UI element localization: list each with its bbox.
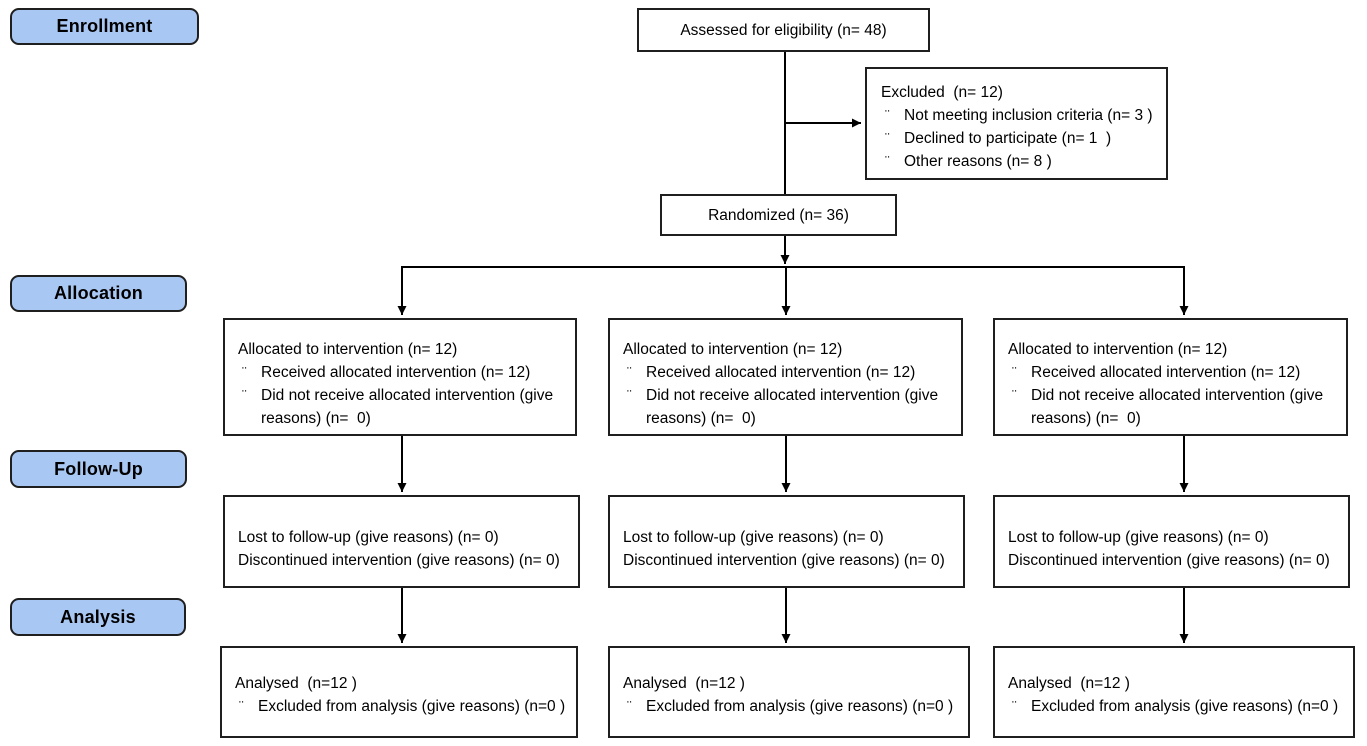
- bullet-icon: ¨: [242, 387, 247, 403]
- analysis-item-text: Excluded from analysis (give reasons) (n…: [646, 698, 954, 715]
- followup-line: Discontinued intervention (give reasons)…: [238, 551, 560, 569]
- excluded-box: Excluded (n= 12) ¨ Not meeting inclusion…: [865, 67, 1168, 180]
- excluded-item-text: Other reasons (n= 8 ): [904, 153, 1052, 170]
- analysis-box-arm3: Analysed (n=12 ) ¨ Excluded from analysi…: [993, 646, 1355, 738]
- stage-label-enrollment-text: Enrollment: [56, 16, 153, 36]
- stage-label-analysis-text: Analysis: [60, 606, 136, 627]
- bullet-icon: ¨: [627, 364, 632, 380]
- stage-label-allocation: Allocation: [10, 275, 187, 312]
- stage-label-allocation-text: Allocation: [53, 283, 143, 303]
- bullet-icon: ¨: [1012, 698, 1017, 714]
- allocation-item-text: Did not receive allocated intervention (…: [646, 387, 943, 427]
- analysis-box-arm2: Analysed (n=12 ) ¨ Excluded from analysi…: [608, 646, 970, 738]
- bullet-icon: ¨: [239, 698, 244, 714]
- assessed-for-eligibility-text: Assessed for eligibility (n= 48): [680, 21, 887, 39]
- allocation-item: ¨ Did not receive allocated intervention…: [238, 384, 567, 430]
- allocation-box-arm2: Allocated to intervention (n= 12) ¨ Rece…: [608, 318, 963, 436]
- bullet-icon: ¨: [627, 698, 632, 714]
- analysis-box-arm1: Analysed (n=12 ) ¨ Excluded from analysi…: [220, 646, 578, 738]
- randomized-box: Randomized (n= 36): [660, 194, 897, 236]
- stage-label-followup: Follow-Up: [10, 450, 187, 488]
- assessed-for-eligibility-box: Assessed for eligibility (n= 48): [637, 8, 930, 52]
- analysis-item: ¨ Excluded from analysis (give reasons) …: [235, 695, 568, 718]
- excluded-title: Excluded (n= 12): [881, 84, 1003, 101]
- allocation-item-text: Received allocated intervention (n= 12): [1031, 364, 1301, 381]
- followup-line: Lost to follow-up (give reasons) (n= 0): [623, 528, 884, 546]
- analysis-item: ¨ Excluded from analysis (give reasons) …: [623, 695, 960, 718]
- randomized-text: Randomized (n= 36): [708, 206, 849, 224]
- analysis-title: Analysed (n=12 ): [623, 675, 745, 692]
- allocation-box-arm1: Allocated to intervention (n= 12) ¨ Rece…: [223, 318, 577, 436]
- analysis-item: ¨ Excluded from analysis (give reasons) …: [1008, 695, 1345, 718]
- allocation-item-text: Received allocated intervention (n= 12): [261, 364, 531, 381]
- excluded-item-text: Not meeting inclusion criteria (n= 3 ): [904, 107, 1153, 124]
- followup-line: Lost to follow-up (give reasons) (n= 0): [1008, 528, 1269, 546]
- bullet-icon: ¨: [885, 153, 890, 169]
- allocation-title: Allocated to intervention (n= 12): [1008, 341, 1228, 358]
- followup-line: Lost to follow-up (give reasons) (n= 0): [238, 528, 499, 546]
- allocation-box-arm3: Allocated to intervention (n= 12) ¨ Rece…: [993, 318, 1348, 436]
- allocation-item: ¨ Received allocated intervention (n= 12…: [1008, 361, 1338, 384]
- excluded-item-text: Declined to participate (n= 1 ): [904, 130, 1112, 147]
- analysis-item-text: Excluded from analysis (give reasons) (n…: [258, 698, 566, 715]
- analysis-title: Analysed (n=12 ): [235, 675, 357, 692]
- stage-label-followup-text: Follow-Up: [54, 458, 143, 479]
- excluded-item: ¨ Not meeting inclusion criteria (n= 3 ): [881, 104, 1158, 127]
- followup-line: Discontinued intervention (give reasons)…: [623, 551, 945, 569]
- excluded-item: ¨ Declined to participate (n= 1 ): [881, 127, 1158, 150]
- bullet-icon: ¨: [885, 107, 890, 123]
- bullet-icon: ¨: [1012, 387, 1017, 403]
- allocation-item-text: Received allocated intervention (n= 12): [646, 364, 916, 381]
- analysis-item-text: Excluded from analysis (give reasons) (n…: [1031, 698, 1339, 715]
- followup-box-arm2: Lost to follow-up (give reasons) (n= 0) …: [608, 495, 965, 588]
- analysis-title: Analysed (n=12 ): [1008, 675, 1130, 692]
- stage-label-analysis: Analysis: [10, 598, 186, 636]
- excluded-item: ¨ Other reasons (n= 8 ): [881, 150, 1158, 173]
- allocation-title: Allocated to intervention (n= 12): [238, 341, 458, 358]
- allocation-item: ¨ Received allocated intervention (n= 12…: [238, 361, 567, 384]
- allocation-item: ¨ Did not receive allocated intervention…: [1008, 384, 1338, 430]
- stage-label-enrollment: Enrollment: [10, 8, 199, 45]
- bullet-icon: ¨: [242, 364, 247, 380]
- followup-box-arm3: Lost to follow-up (give reasons) (n= 0) …: [993, 495, 1350, 588]
- allocation-item: ¨ Did not receive allocated intervention…: [623, 384, 953, 430]
- allocation-item: ¨ Received allocated intervention (n= 12…: [623, 361, 953, 384]
- bullet-icon: ¨: [627, 387, 632, 403]
- allocation-title: Allocated to intervention (n= 12): [623, 341, 843, 358]
- bullet-icon: ¨: [1012, 364, 1017, 380]
- allocation-item-text: Did not receive allocated intervention (…: [261, 387, 558, 427]
- followup-line: Discontinued intervention (give reasons)…: [1008, 551, 1330, 569]
- bullet-icon: ¨: [885, 130, 890, 146]
- followup-box-arm1: Lost to follow-up (give reasons) (n= 0) …: [223, 495, 580, 588]
- allocation-item-text: Did not receive allocated intervention (…: [1031, 387, 1328, 427]
